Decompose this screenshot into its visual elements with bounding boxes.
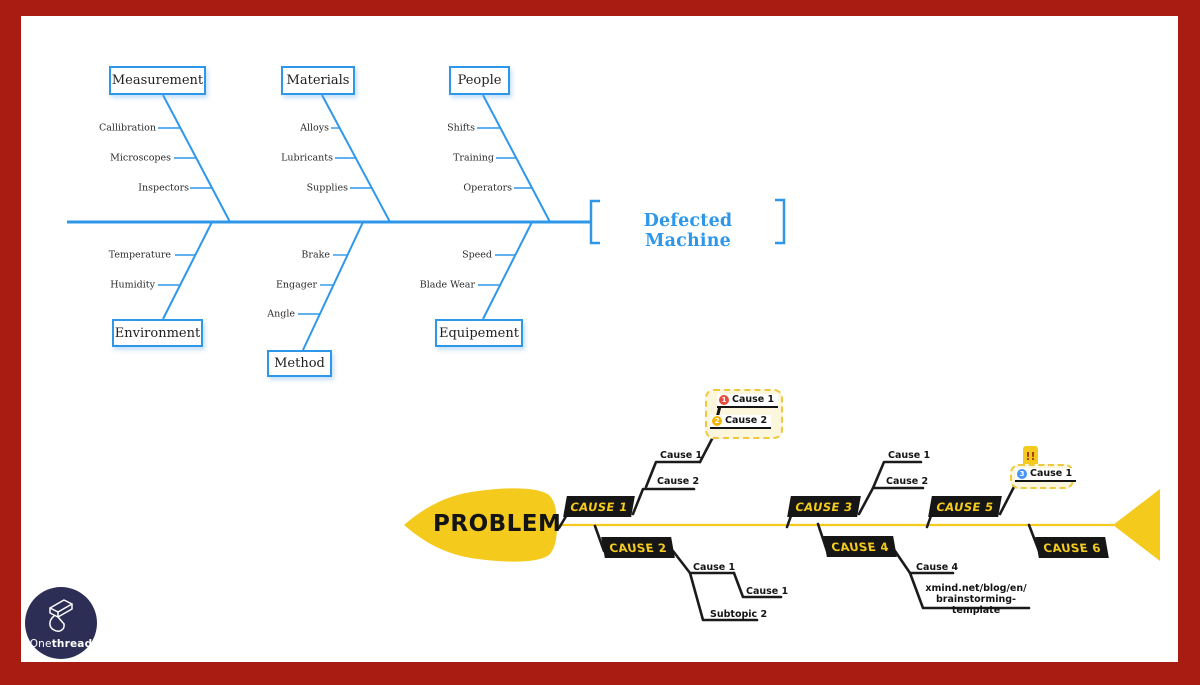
cause5-callout: 3 Cause 1 [1010,464,1077,489]
cause-label: Engager [275,279,317,291]
cause4-box: CAUSE 4 [823,536,897,557]
logo-text-bold: thread [51,638,93,650]
subtopic-label: Cause 1 [693,562,736,573]
cause-label: Microscopes [110,152,171,164]
subtopic-label: Subtopic 2 [710,609,768,620]
cause-label: Supplies [306,182,348,194]
problem-label: PROBLEM [433,511,562,537]
cause-label: Operators [463,182,512,194]
exclamation-flag-icon: !! [1023,446,1038,467]
cause-label: Training [453,152,494,164]
cause3-box: CAUSE 3 [787,496,861,517]
category-box-method: Method [267,350,332,377]
cause-label: Speed [462,249,492,261]
template-link-line1: xmind.net/blog/en/ [925,583,1027,594]
category-box-environment: Environment [112,319,203,347]
priority-1-icon: 1 [719,394,729,405]
category-box-people: People [449,66,510,95]
category-box-materials: Materials [281,66,355,95]
cause-label: Brake [301,249,330,261]
cause1-callout: 1 Cause 1 2 Cause 2 [705,389,783,439]
cause-label: Shifts [447,122,475,134]
subtopic-label: Cause 1 [660,450,703,461]
callout-row: 1 Cause 1 [717,394,779,408]
logo-wordmark: Onethread [30,638,93,650]
subtopic-label: Cause 2 [886,476,929,487]
subtopic-label: Cause 1 [746,586,789,597]
callout-item-label: Cause 1 [1030,468,1073,479]
cause-label: Callibration [98,122,156,134]
cause5-box: CAUSE 5 [928,496,1002,517]
subtopic-label: Cause 2 [657,476,700,487]
onethread-logo: Onethread [25,587,97,659]
cause-label: Angle [267,308,295,320]
priority-3-icon: 3 [1017,468,1027,479]
template-link-line2: brainstorming-template [936,594,1016,616]
category-box-measurement: Measurement [109,66,206,95]
cause-label: Alloys [300,122,329,134]
cause-label: Blade Wear [419,279,475,291]
template-link-label: xmind.net/blog/en/ brainstorming-templat… [920,583,1032,616]
callout-item-label: Cause 2 [725,415,768,426]
callout-row: 2 Cause 2 [710,415,772,429]
callout-row: 3 Cause 1 [1015,468,1077,482]
cause1-box: CAUSE 1 [563,496,635,517]
cause6-box: CAUSE 6 [1035,537,1109,558]
stamp-icon [49,599,73,632]
cause-label: Temperature [108,249,171,261]
logo-text-light: One [29,638,52,650]
subtopic-label: Cause 1 [888,450,931,461]
category-box-equipement: Equipement [435,319,523,347]
callout-item-label: Cause 1 [732,394,775,405]
cause2-box: CAUSE 2 [601,537,675,558]
effect-label: Defected Machine [643,211,733,251]
cause-label: Lubricants [281,152,333,164]
cause-label: Humidity [110,279,155,291]
cause-label: Inspectors [138,182,189,194]
priority-2-icon: 2 [712,415,722,426]
subtopic-label: Cause 4 [916,562,959,573]
